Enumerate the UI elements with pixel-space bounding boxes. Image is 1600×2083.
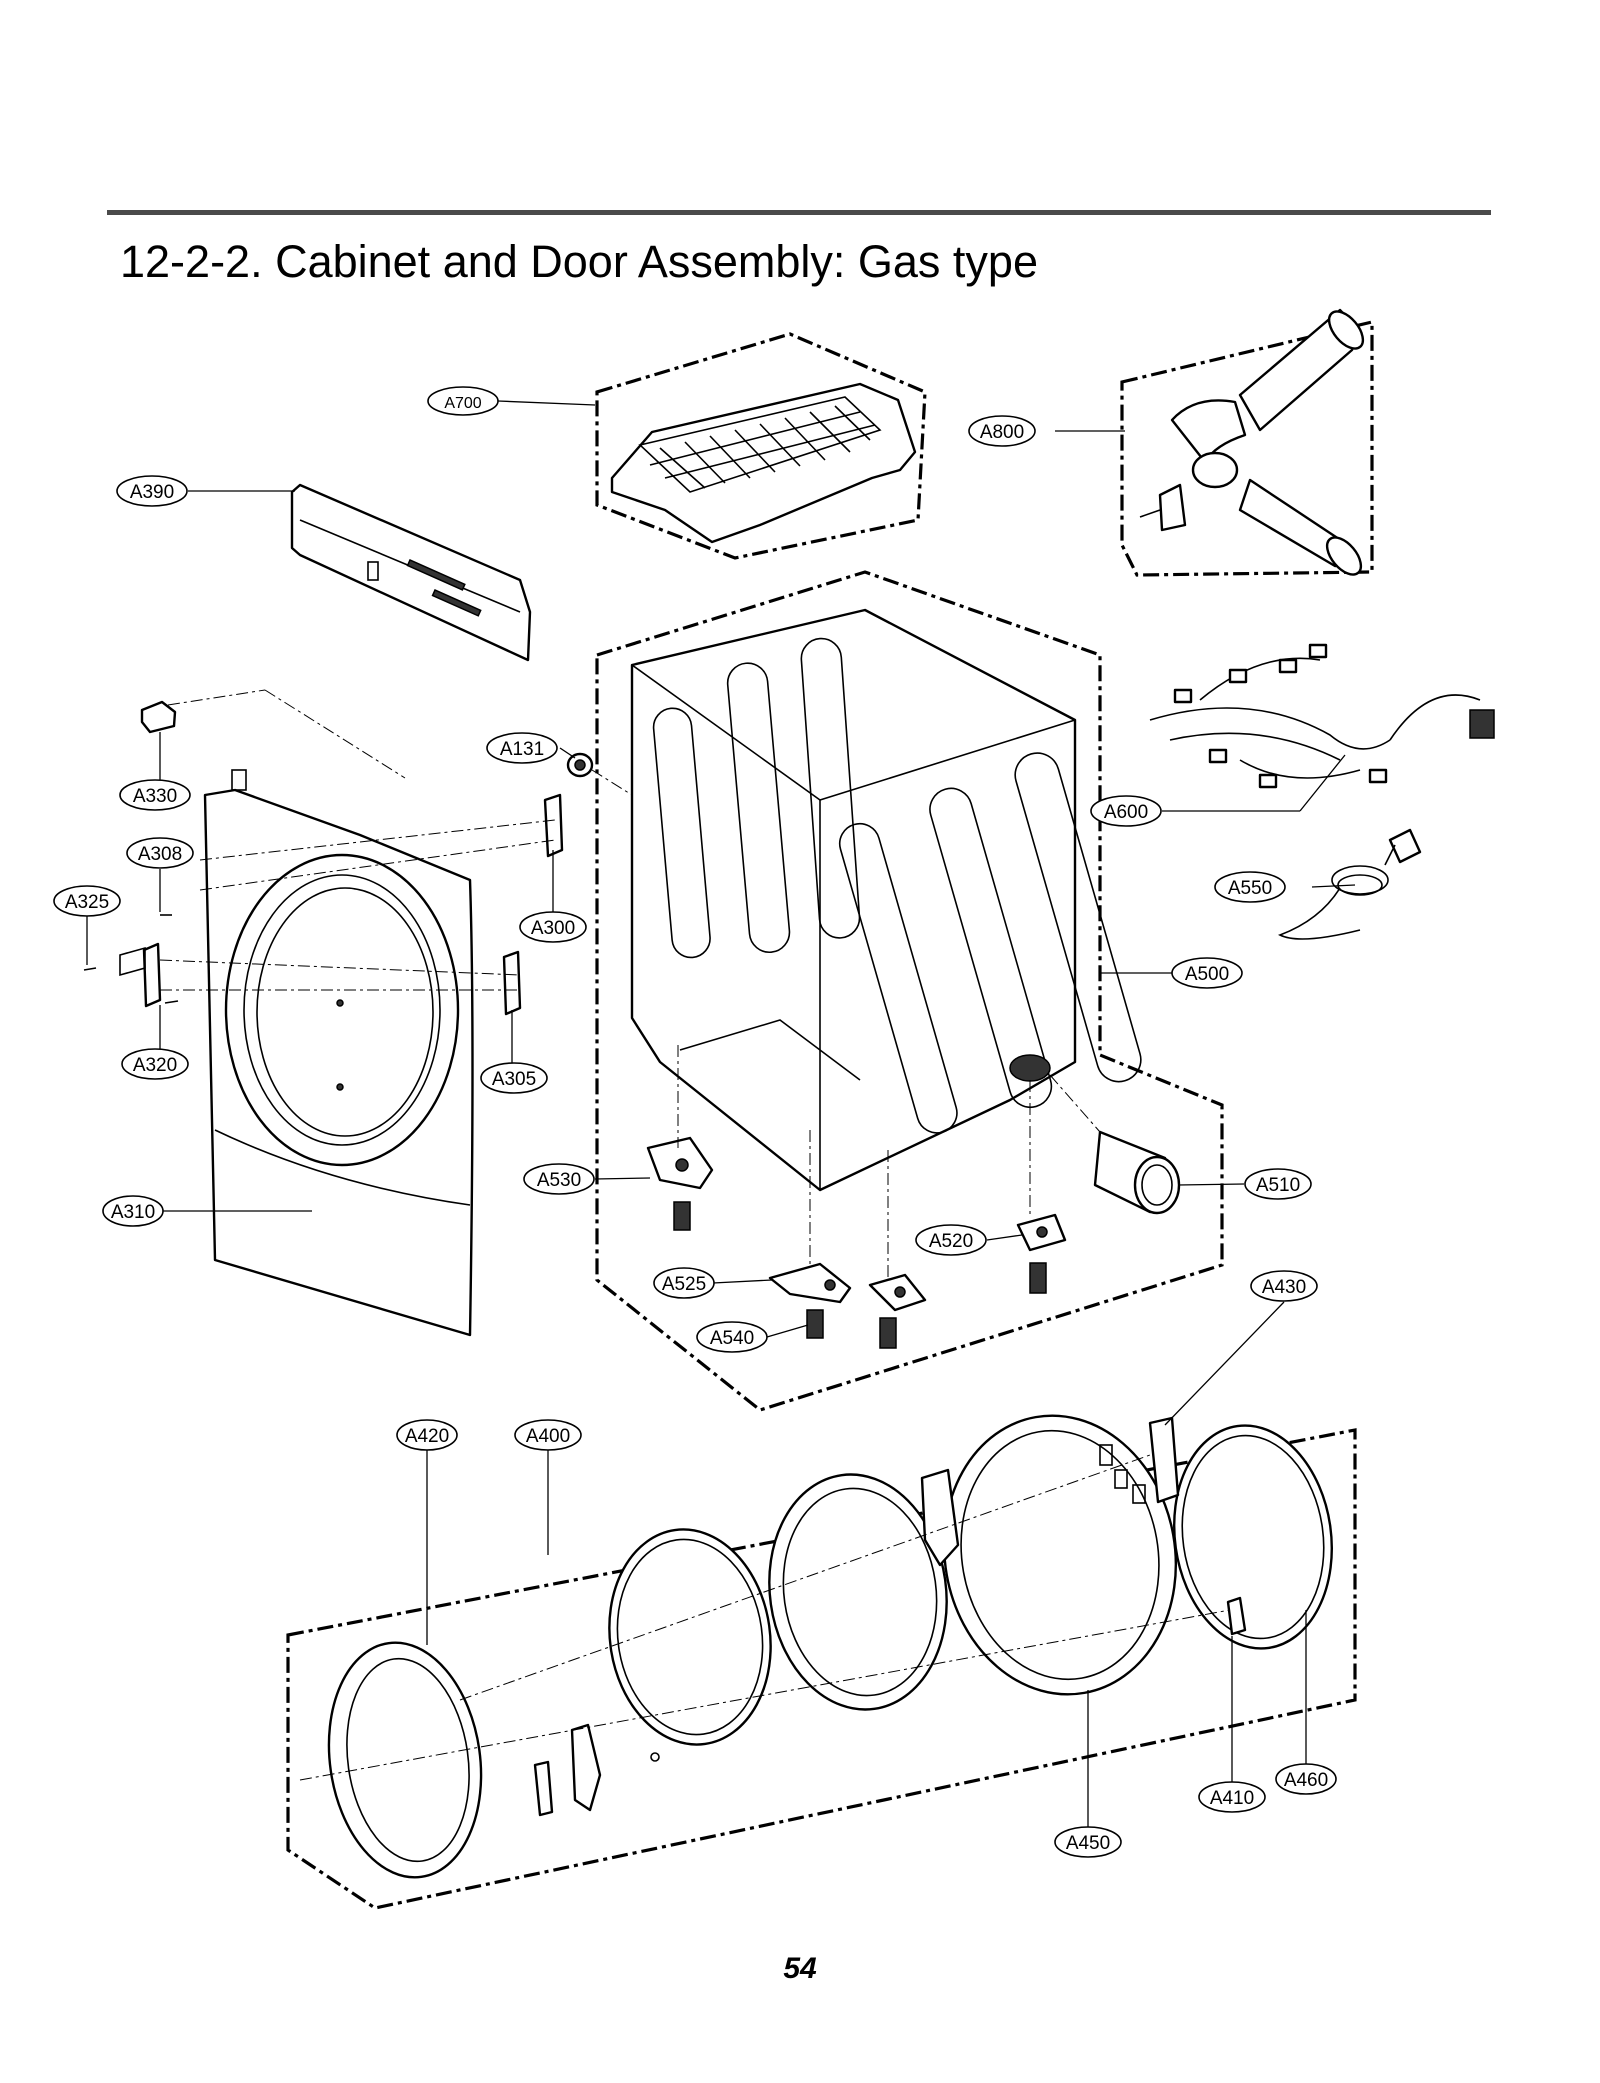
label-A800: A800	[968, 415, 1036, 447]
svg-text:A460: A460	[1284, 1770, 1328, 1791]
svg-text:A420: A420	[405, 1426, 449, 1447]
label-A530: A530	[523, 1163, 595, 1195]
label-A600: A600	[1090, 795, 1162, 827]
svg-text:A308: A308	[138, 844, 182, 865]
page-number: 54	[783, 1952, 817, 1985]
wire-harness-part	[1149, 643, 1495, 789]
svg-text:A700: A700	[444, 395, 481, 412]
svg-text:A390: A390	[130, 482, 174, 503]
svg-text:A310: A310	[111, 1202, 155, 1223]
top-cover-part	[610, 382, 917, 544]
svg-text:A550: A550	[1228, 878, 1272, 899]
door-assembly-parts	[299, 1414, 1333, 1879]
svg-text:A520: A520	[929, 1231, 973, 1252]
label-A420: A420	[396, 1419, 458, 1451]
control-bracket-part	[290, 483, 532, 662]
svg-text:A800: A800	[980, 422, 1024, 443]
svg-text:A500: A500	[1185, 964, 1229, 985]
svg-text:A131: A131	[500, 739, 544, 760]
svg-text:A430: A430	[1262, 1277, 1306, 1298]
label-A305: A305	[480, 1062, 548, 1094]
svg-text:A450: A450	[1066, 1833, 1110, 1854]
group-outline-door	[286, 1428, 1357, 1910]
label-A300: A300	[519, 911, 587, 943]
svg-text:A525: A525	[662, 1274, 706, 1295]
hinge-and-rod-parts	[83, 793, 564, 1016]
svg-text:A300: A300	[531, 918, 575, 939]
group-outline-top-cover	[595, 332, 927, 560]
svg-text:A400: A400	[526, 1426, 570, 1447]
label-A550: A550	[1214, 871, 1286, 903]
label-A400: A400	[514, 1419, 582, 1451]
feet-and-brackets-part	[646, 1045, 1067, 1349]
svg-text:A510: A510	[1256, 1175, 1300, 1196]
label-A540: A540	[696, 1321, 768, 1353]
label-A700: A700	[427, 386, 499, 416]
svg-text:A410: A410	[1210, 1788, 1254, 1809]
svg-text:A320: A320	[133, 1055, 177, 1076]
svg-text:A305: A305	[492, 1069, 536, 1090]
label-A500: A500	[1171, 957, 1243, 989]
svg-text:A330: A330	[133, 786, 177, 807]
label-A525: A525	[653, 1267, 715, 1299]
title-rule	[107, 210, 1491, 215]
label-A330: A330	[119, 779, 191, 811]
label-A310: A310	[102, 1195, 164, 1227]
label-A430: A430	[1250, 1270, 1318, 1302]
label-A410: A410	[1198, 1781, 1266, 1813]
small-bracket-part	[140, 689, 406, 779]
svg-text:A325: A325	[65, 892, 109, 913]
label-A510: A510	[1244, 1168, 1312, 1200]
exhaust-pipe-part	[1049, 1074, 1181, 1215]
group-outline-cabinet	[595, 570, 1224, 1412]
front-panel-part	[203, 769, 474, 1337]
svg-text:A530: A530	[537, 1170, 581, 1191]
duct-assembly-part	[1139, 308, 1365, 576]
label-A325: A325	[53, 885, 121, 917]
power-cord-part	[1277, 828, 1422, 940]
leader-lines	[86, 400, 1356, 1827]
page-title: 12-2-2. Cabinet and Door Assembly: Gas t…	[120, 236, 1038, 287]
label-A450: A450	[1054, 1826, 1122, 1858]
label-A131: A131	[486, 732, 558, 764]
svg-text:A600: A600	[1104, 802, 1148, 823]
label-A460: A460	[1275, 1763, 1337, 1795]
label-A390: A390	[116, 475, 188, 507]
label-A308: A308	[126, 837, 194, 869]
label-A520: A520	[915, 1224, 987, 1256]
svg-text:A540: A540	[710, 1328, 754, 1349]
label-A320: A320	[121, 1048, 189, 1080]
cabinet-part	[630, 608, 1142, 1192]
